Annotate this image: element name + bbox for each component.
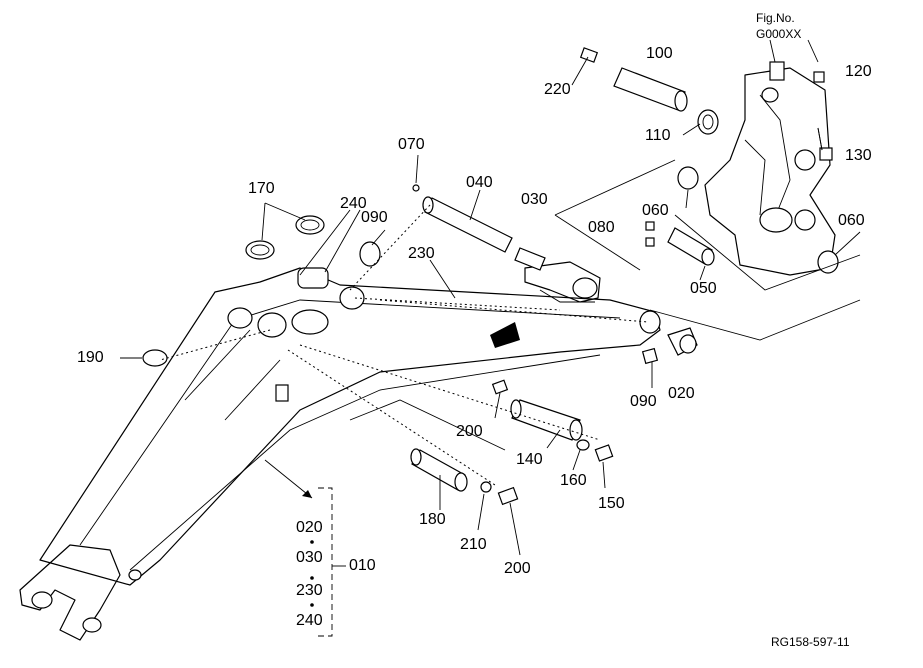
callout-120: 120 [845,63,872,80]
callout-190: 190 [77,349,104,366]
callout-140: 140 [516,451,543,468]
callout-180: 180 [419,511,446,528]
washer-170a [245,240,275,260]
washer-090 [359,241,381,267]
assembly-bracket-010 [264,459,346,637]
callout-030: 030 [521,191,548,208]
washer-170b [295,215,325,235]
fig-no-value: G000XX [756,27,802,41]
callout-080: 080 [588,219,615,236]
swing-bracket [579,47,839,276]
boom-arm [19,267,661,641]
pin-180 [410,448,468,492]
callout-020: 020 [668,385,695,402]
washer-190 [142,349,168,367]
callout-090-upper: 090 [361,209,388,226]
callout-100: 100 [646,45,673,62]
callout-110: 110 [645,127,671,144]
cylinder-link [524,261,601,303]
callout-230: 230 [408,245,435,262]
callout-200-lower: 200 [504,560,531,577]
callout-150: 150 [598,495,625,512]
callout-060-lower: 060 [838,212,865,229]
callout-010: 010 [349,557,376,574]
callout-210: 210 [460,536,487,553]
callout-050: 050 [690,280,717,297]
assembly-item-1: 020 [296,519,323,536]
assembly-item-3: 230 [296,582,323,599]
pin-140 [510,399,583,441]
callout-090-lower: 090 [630,393,657,410]
callout-040: 040 [466,174,493,191]
drawing-code: RG158-597-11 [771,635,850,649]
callout-170: 170 [248,180,275,197]
callout-060-upper: 060 [642,202,669,219]
fig-no-label: Fig.No. [756,11,795,25]
assembly-item-4: 240 [296,612,323,629]
callout-160: 160 [560,472,587,489]
callout-220: 220 [544,81,571,98]
pin-040 [412,184,546,271]
callout-200-upper: 200 [456,423,483,440]
assembly-item-2: 030 [296,549,323,566]
callout-240: 240 [340,195,367,212]
callout-070: 070 [398,136,425,153]
callout-130: 130 [845,147,872,164]
